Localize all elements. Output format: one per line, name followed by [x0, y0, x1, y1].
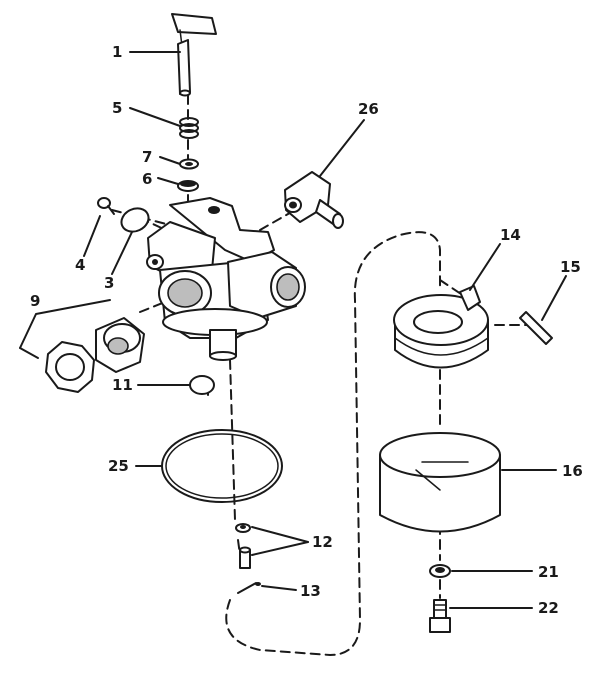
callout-4: 4 [75, 256, 85, 274]
carburetor-body [146, 197, 306, 361]
part-12-jet-parts [235, 523, 251, 569]
part-15-float-pin [519, 311, 553, 345]
part-26-choke-valve [284, 171, 344, 229]
callout-labels: 1 5 7 6 4 3 26 9 11 25 12 13 14 15 16 21… [30, 43, 583, 617]
callout-12: 12 [312, 533, 333, 551]
part-25-o-ring [161, 429, 283, 503]
callout-3: 3 [104, 274, 114, 292]
part-6-washer [177, 180, 199, 192]
part-13-pin [237, 582, 261, 594]
callout-6: 6 [142, 170, 152, 188]
callout-9: 9 [30, 292, 40, 310]
part-4-screw [97, 197, 115, 215]
leader-lines [19, 51, 567, 609]
part-11-plug [189, 375, 215, 395]
part-16-float-bowl [379, 432, 501, 533]
callout-21: 21 [538, 563, 559, 581]
callout-14: 14 [500, 226, 521, 244]
callout-11: 11 [112, 376, 133, 394]
callout-16: 16 [562, 462, 583, 480]
callout-26: 26 [358, 100, 379, 118]
part-5-spring [179, 117, 199, 139]
callout-22: 22 [538, 599, 559, 617]
part-14-float [393, 285, 489, 369]
callout-15: 15 [560, 258, 581, 276]
callout-5: 5 [112, 99, 122, 117]
callout-7: 7 [142, 148, 152, 166]
part-21-washer [429, 564, 451, 578]
part-22-bowl-nut [429, 599, 451, 633]
part-7-seal [179, 158, 199, 170]
part-9-cover-assembly [45, 317, 145, 393]
callout-25: 25 [108, 457, 129, 475]
part-3-throttle-plate [120, 207, 150, 233]
callout-13: 13 [300, 582, 321, 600]
callout-1: 1 [112, 43, 122, 61]
part-1-throttle-shaft [171, 13, 217, 97]
